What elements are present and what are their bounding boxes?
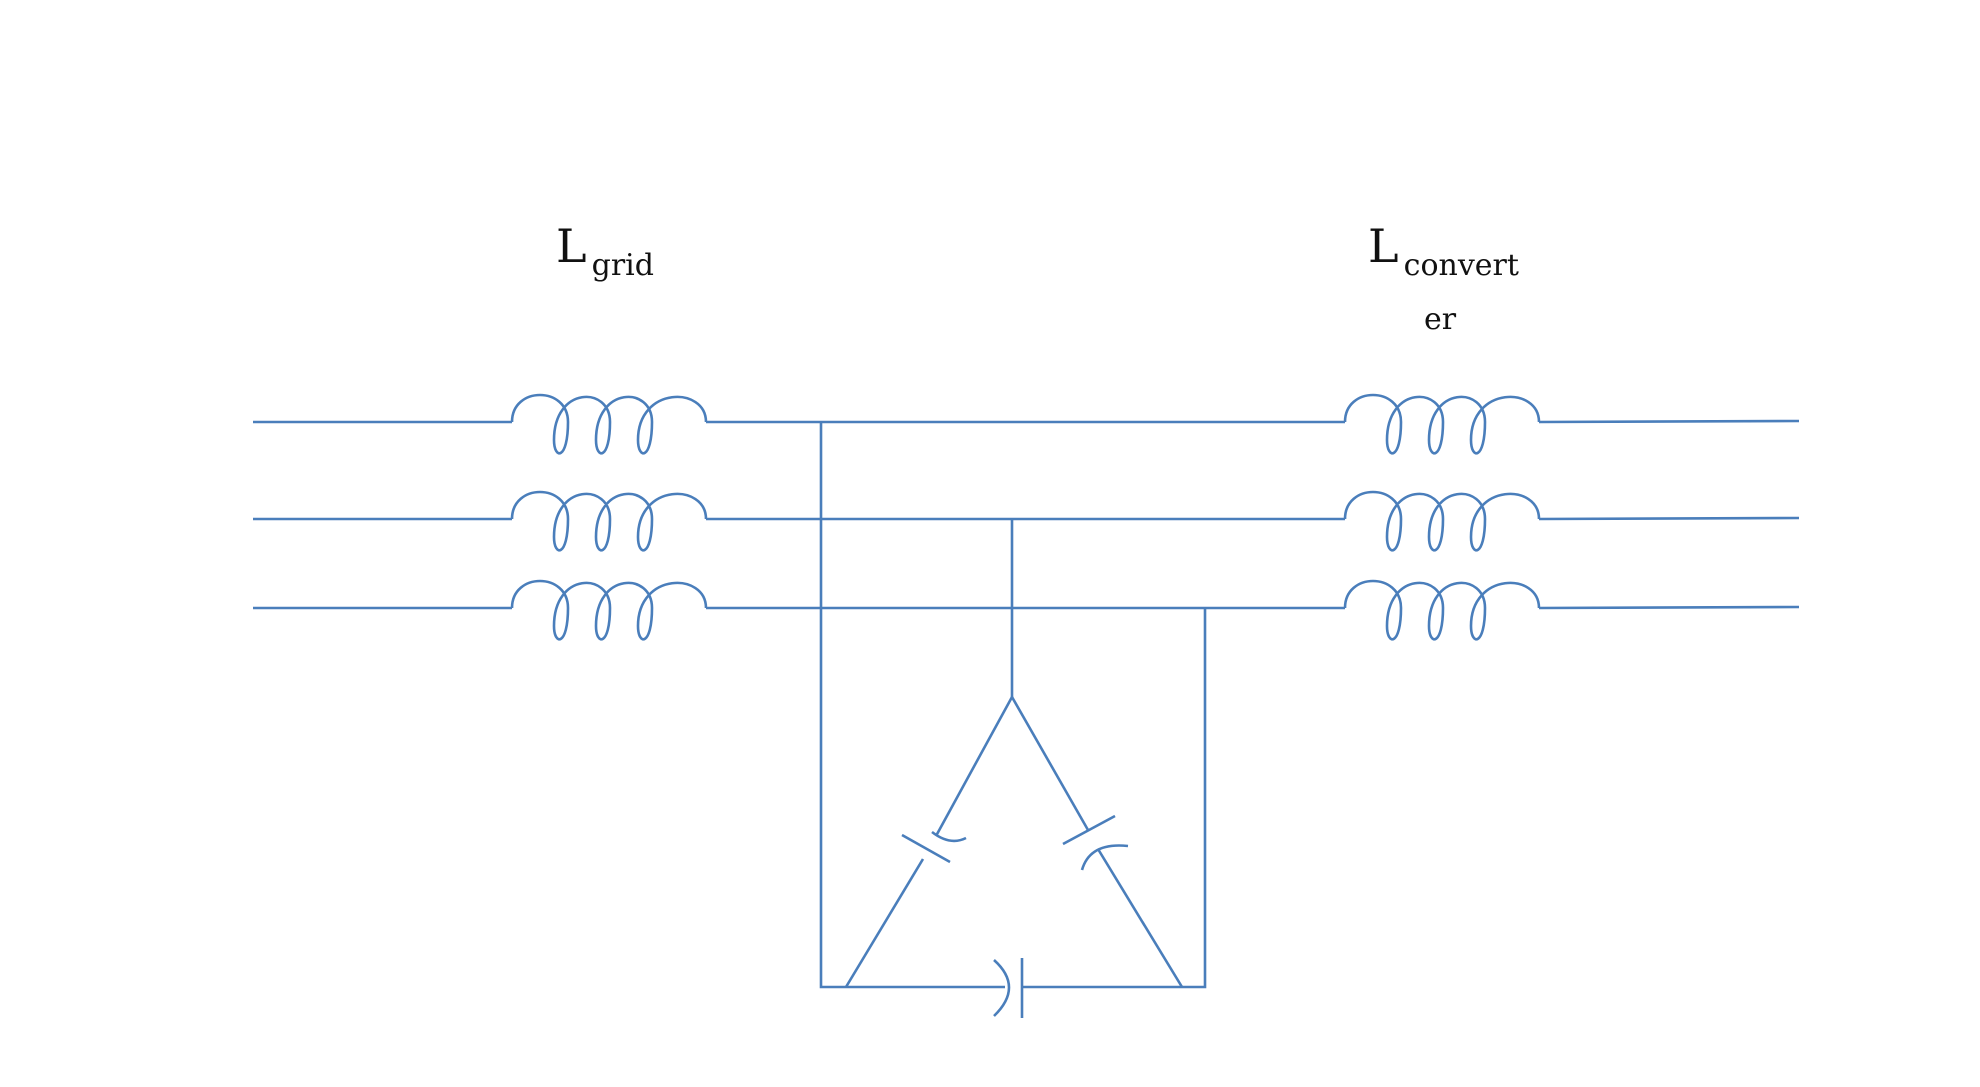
inductor-coil-icon	[1343, 490, 1541, 552]
grid-inductor-label-main: L	[556, 219, 587, 273]
converter-inductor-label-sub-continuation: er	[1424, 302, 1457, 337]
grid-inductor-phase-3	[510, 579, 708, 641]
grid-inductor-label: L grid	[556, 219, 654, 283]
phase-3-tap-wire	[1182, 608, 1207, 989]
grid-inductor-phase-1	[510, 393, 708, 455]
capacitor-plate-curved-icon	[931, 830, 967, 843]
svg-text:L convert: L convert	[1368, 219, 1519, 283]
phase-1-right-wire	[1538, 419, 1800, 424]
capacitor-plate-curved-icon	[993, 959, 1011, 1017]
converter-inductor-phase-1	[1343, 393, 1541, 455]
grid-inductor-phase-2	[510, 490, 708, 552]
inductor-coil-icon	[510, 393, 708, 455]
inductor-coil-icon	[510, 579, 708, 641]
converter-inductors	[1343, 393, 1541, 641]
converter-inductor-label-main: L	[1368, 219, 1399, 273]
capacitor-right-lead-upper	[1010, 696, 1090, 831]
capacitor-plate-curved-icon	[1080, 844, 1129, 871]
filter-connections	[819, 422, 1207, 989]
capacitor-right	[1010, 696, 1184, 988]
svg-text:L grid: L grid	[556, 219, 654, 283]
inductor-coil-icon	[510, 490, 708, 552]
capacitor-left-lead-upper	[934, 696, 1014, 837]
phase-wires	[253, 419, 1800, 610]
converter-inductor-phase-3	[1343, 579, 1541, 641]
grid-inductors	[510, 393, 708, 641]
phase-2-right-wire	[1538, 516, 1800, 521]
capacitor-left	[844, 696, 1014, 988]
capacitor-bottom	[846, 958, 1182, 1018]
inductor-coil-icon	[1343, 579, 1541, 641]
inductor-coil-icon	[1343, 393, 1541, 455]
phase-1-tap-wire	[819, 422, 846, 989]
grid-inductor-label-sub: grid	[592, 248, 654, 283]
converter-inductor-phase-2	[1343, 490, 1541, 552]
converter-inductor-label-sub: convert	[1404, 248, 1519, 283]
converter-inductor-label: L convert er	[1368, 219, 1519, 337]
delta-capacitor-bank	[844, 696, 1184, 1018]
phase-3-right-wire	[1538, 605, 1800, 610]
capacitor-left-lead-lower	[844, 858, 925, 988]
capacitor-right-lead-lower	[1096, 848, 1184, 988]
capacitor-plate-flat-icon	[901, 833, 951, 864]
capacitor-plate-flat-icon	[1062, 814, 1116, 846]
